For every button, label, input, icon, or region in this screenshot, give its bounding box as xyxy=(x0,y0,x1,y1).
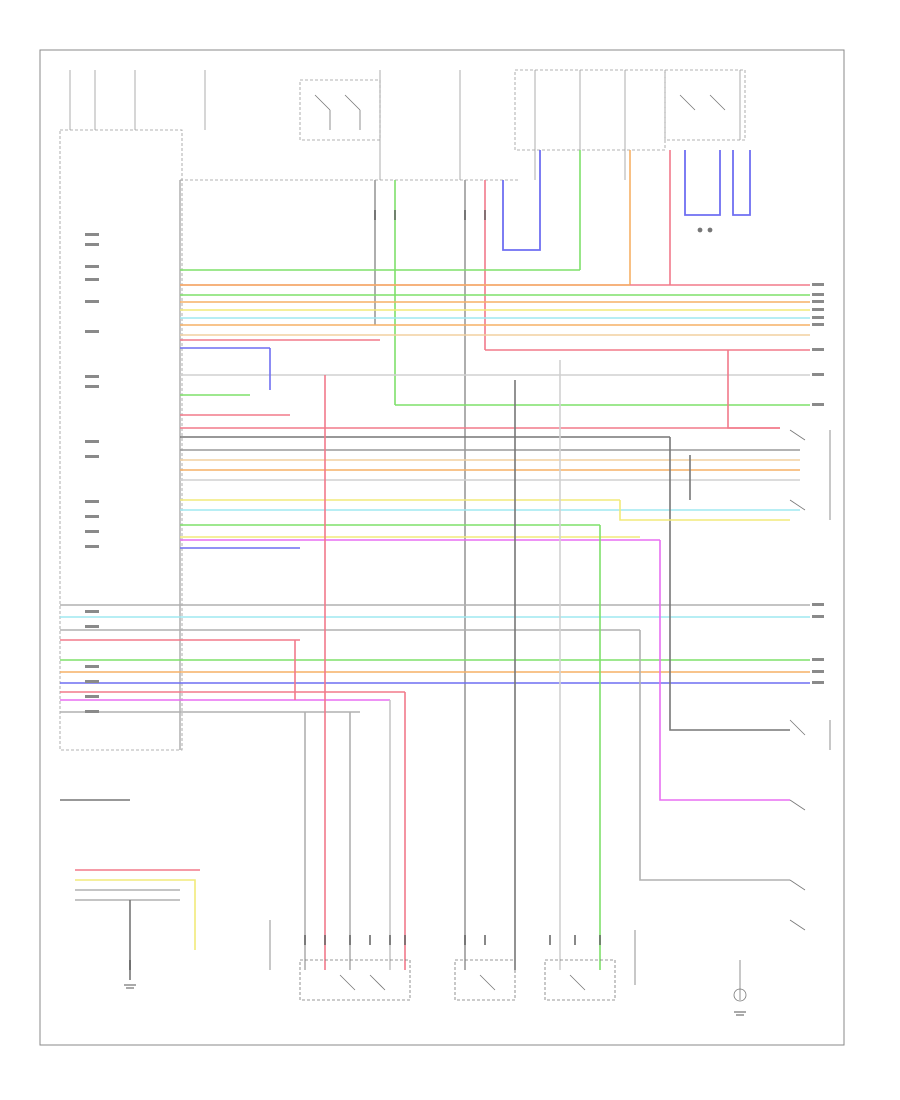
blue-loop-left xyxy=(502,150,541,251)
bus-lines-lower xyxy=(60,604,810,713)
ground-symbols xyxy=(124,984,746,1016)
top-relays xyxy=(314,94,726,233)
right-switches xyxy=(789,429,831,931)
bus-lines-upper xyxy=(180,269,810,406)
top-risers xyxy=(374,150,671,970)
pin-marks-left xyxy=(85,233,99,713)
bus-lines-middle xyxy=(180,414,800,549)
module-box-dashed xyxy=(59,129,183,751)
vertical-drops xyxy=(269,348,790,970)
pin-marks-right xyxy=(812,283,824,684)
blue-loop-right xyxy=(684,150,751,216)
connector-ticks xyxy=(129,210,601,970)
diagram-frame xyxy=(39,49,845,1046)
top-fuse-block xyxy=(69,69,746,181)
bottom-connectors xyxy=(269,920,747,1002)
lower-left-wiring xyxy=(60,799,200,980)
